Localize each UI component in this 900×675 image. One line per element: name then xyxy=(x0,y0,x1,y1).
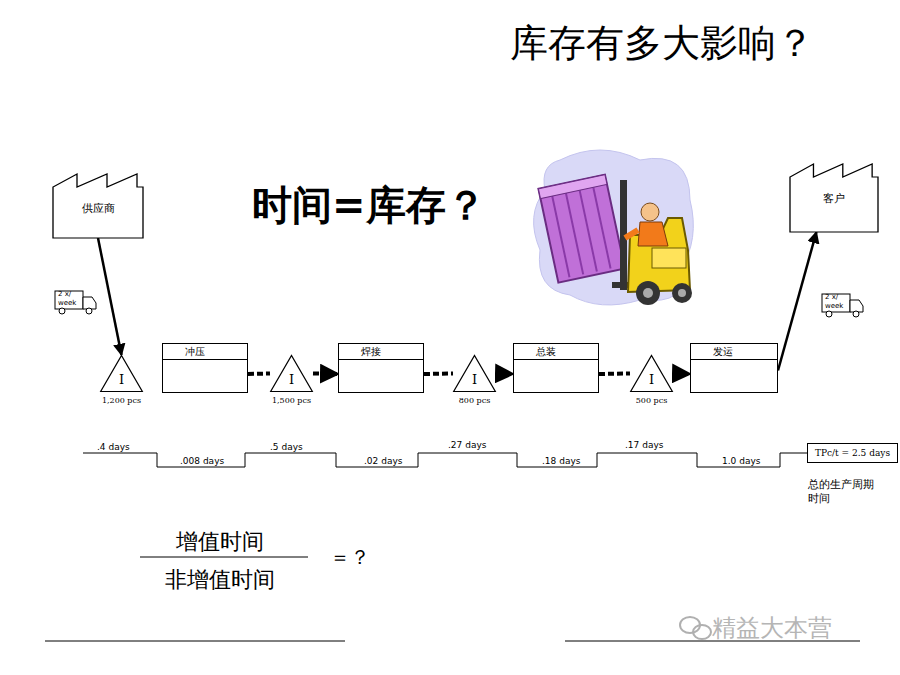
factory-name: 供应商 xyxy=(53,201,143,216)
push-arrow xyxy=(248,372,270,377)
cycle-time: .17 days xyxy=(625,440,663,450)
triangle-shape xyxy=(101,356,143,392)
watermark: 精益大本营 xyxy=(712,612,832,644)
factory-name: 客户 xyxy=(790,191,878,206)
value-time: 1.0 days xyxy=(722,456,760,466)
truck-frequency: 2 x/ week xyxy=(58,290,82,308)
fraction-numerator: 增值时间 xyxy=(150,527,290,557)
timeline xyxy=(83,453,807,467)
cycle-time: .5 days xyxy=(270,442,303,452)
factory-shape xyxy=(53,174,143,238)
inventory-triangle: I800 pcs xyxy=(453,355,496,392)
triangle-shape xyxy=(271,356,313,392)
fraction-bar xyxy=(140,557,308,558)
inventory-symbol: I xyxy=(453,355,496,387)
shipment-arrow xyxy=(778,232,816,371)
inventory-count: 1,200 pcs xyxy=(102,396,141,405)
shipment-arrow xyxy=(98,238,122,355)
triangle-shape xyxy=(631,356,673,392)
factory-shape xyxy=(790,164,878,232)
lead-time-total: TPc/t = 2.5 days xyxy=(808,444,897,462)
equals-question: ＝？ xyxy=(330,544,370,571)
triangle-shape xyxy=(454,356,496,392)
lead-time-box: TPc/t = 2.5 days xyxy=(807,443,898,463)
fraction-denominator: 非增值时间 xyxy=(150,566,290,594)
value-time: .02 days xyxy=(364,456,402,466)
slide-heading: 时间=库存？ xyxy=(252,178,486,233)
inventory-triangle: I500 pcs xyxy=(630,355,673,392)
process-box: 冲压 xyxy=(162,343,248,393)
inventory-count: 1,500 pcs xyxy=(272,396,311,405)
inventory-triangle: I1,200 pcs xyxy=(100,355,143,392)
value-time: .008 days xyxy=(180,456,224,466)
total-lead-time-note: 总的生产周期时间 xyxy=(808,478,878,506)
process-name: 焊接 xyxy=(339,344,423,360)
forklift-clipart xyxy=(534,150,694,305)
inventory-count: 500 pcs xyxy=(636,396,668,405)
rule xyxy=(45,641,345,642)
factory-box: 供应商 xyxy=(53,174,143,238)
inventory-symbol: I xyxy=(270,355,313,387)
inventory-count: 800 pcs xyxy=(459,396,491,405)
process-box: 焊接 xyxy=(338,343,424,393)
process-name: 发运 xyxy=(691,344,777,360)
factory-box: 客户 xyxy=(790,164,878,232)
slide-title: 库存有多大影响？ xyxy=(510,18,814,69)
process-name: 冲压 xyxy=(163,344,247,360)
push-arrow xyxy=(496,372,513,377)
process-name: 总装 xyxy=(514,344,598,360)
push-arrow xyxy=(599,372,630,377)
value-time: .18 days xyxy=(542,456,580,466)
push-arrow xyxy=(673,372,690,377)
process-box: 总装 xyxy=(513,343,599,393)
inventory-triangle: I1,500 pcs xyxy=(270,355,313,392)
wechat-icon xyxy=(680,617,711,639)
process-box: 发运 xyxy=(690,343,778,393)
cycle-time: .4 days xyxy=(97,442,130,452)
push-arrow xyxy=(424,372,453,377)
truck-icon xyxy=(55,291,96,314)
inventory-symbol: I xyxy=(630,355,673,387)
push-arrow xyxy=(313,372,338,377)
cycle-time: .27 days xyxy=(448,440,486,450)
truck-frequency: 2 x/ week xyxy=(825,293,849,311)
inventory-symbol: I xyxy=(100,355,143,387)
truck-icon xyxy=(822,294,863,317)
